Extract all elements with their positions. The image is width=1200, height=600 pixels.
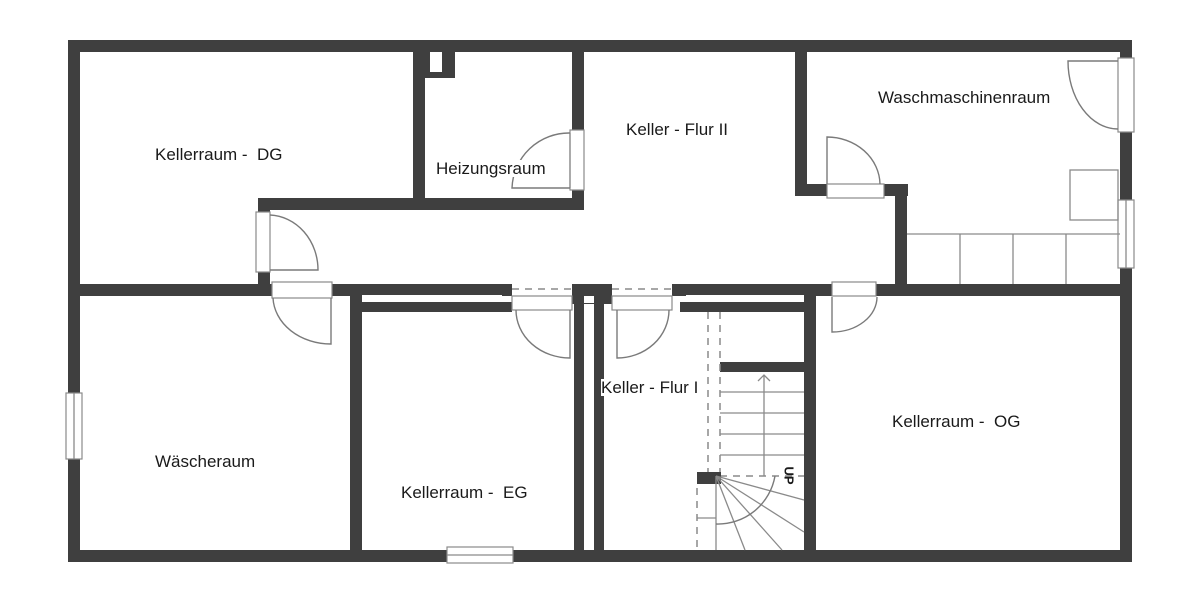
windows bbox=[65, 57, 1135, 564]
stair-up-label: UP bbox=[781, 466, 797, 485]
interior-walls bbox=[68, 40, 1132, 562]
room-label-kellerraum-eg: Kellerraum - EG bbox=[401, 483, 528, 502]
room-label-heizungsraum: Heizungsraum bbox=[436, 159, 546, 178]
room-label-keller-flur-2: Keller - Flur II bbox=[626, 120, 729, 139]
exterior-walls bbox=[68, 40, 1132, 562]
room-label-kellerraum-dg: Kellerraum - DG bbox=[155, 145, 283, 164]
staircase bbox=[696, 312, 805, 551]
room-label-waschmaschinenraum: Waschmaschinenraum bbox=[878, 88, 1051, 107]
room-label-waescheraum: Wäscheraum bbox=[155, 452, 256, 471]
room-label-keller-flur-1: Keller - Flur I bbox=[601, 378, 699, 397]
room-label-kellerraum-og: Kellerraum - OG bbox=[892, 412, 1021, 431]
doors bbox=[255, 60, 1119, 359]
fixtures bbox=[907, 169, 1120, 284]
